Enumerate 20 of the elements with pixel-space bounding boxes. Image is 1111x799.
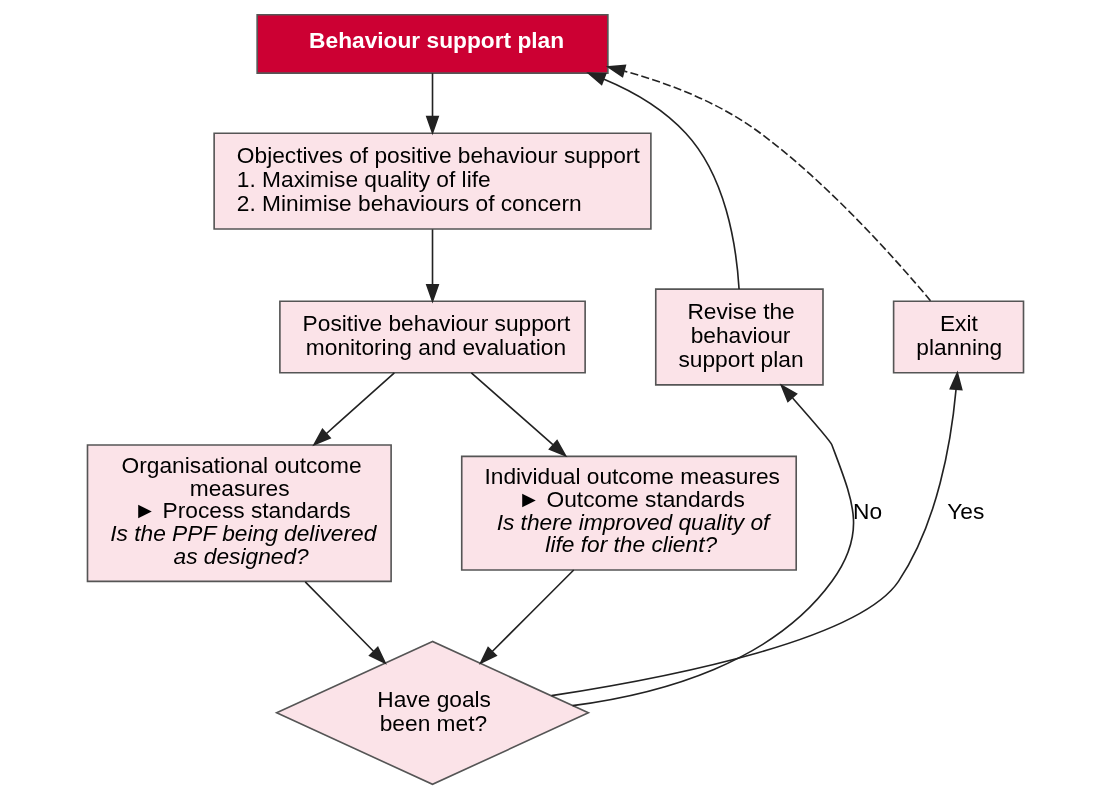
node-box: Organisational outcome measures ► Process standards Is the PPF being delivered as designed? (86, 444, 392, 583)
arrow (425, 72, 440, 136)
arrow (478, 569, 575, 665)
node-box: Objectives of positive behaviour support 1. Maximise quality of life 2. Minimise behaviours of concern (213, 132, 652, 230)
arrow (571, 383, 855, 707)
node-box: Revise the behaviour support plan (654, 288, 824, 386)
arrow (470, 371, 568, 458)
arrow (550, 370, 963, 697)
node-box: Behaviour support plan (256, 13, 609, 74)
node-box: Exit planning (892, 300, 1025, 374)
edge-label: No (853, 498, 883, 525)
arrow (312, 371, 396, 447)
arrow (304, 581, 387, 665)
edge-label: Yes (947, 498, 985, 525)
node-box: Positive behaviour support monitoring and evaluation (279, 300, 586, 374)
node-diamond: Have goals been met? (274, 640, 591, 786)
arrow (605, 64, 932, 302)
arrow (586, 72, 740, 290)
arrow (425, 228, 440, 304)
node-box: Individual outcome measures ► Outcome standards Is there improved quality of life for the client? (460, 455, 797, 571)
